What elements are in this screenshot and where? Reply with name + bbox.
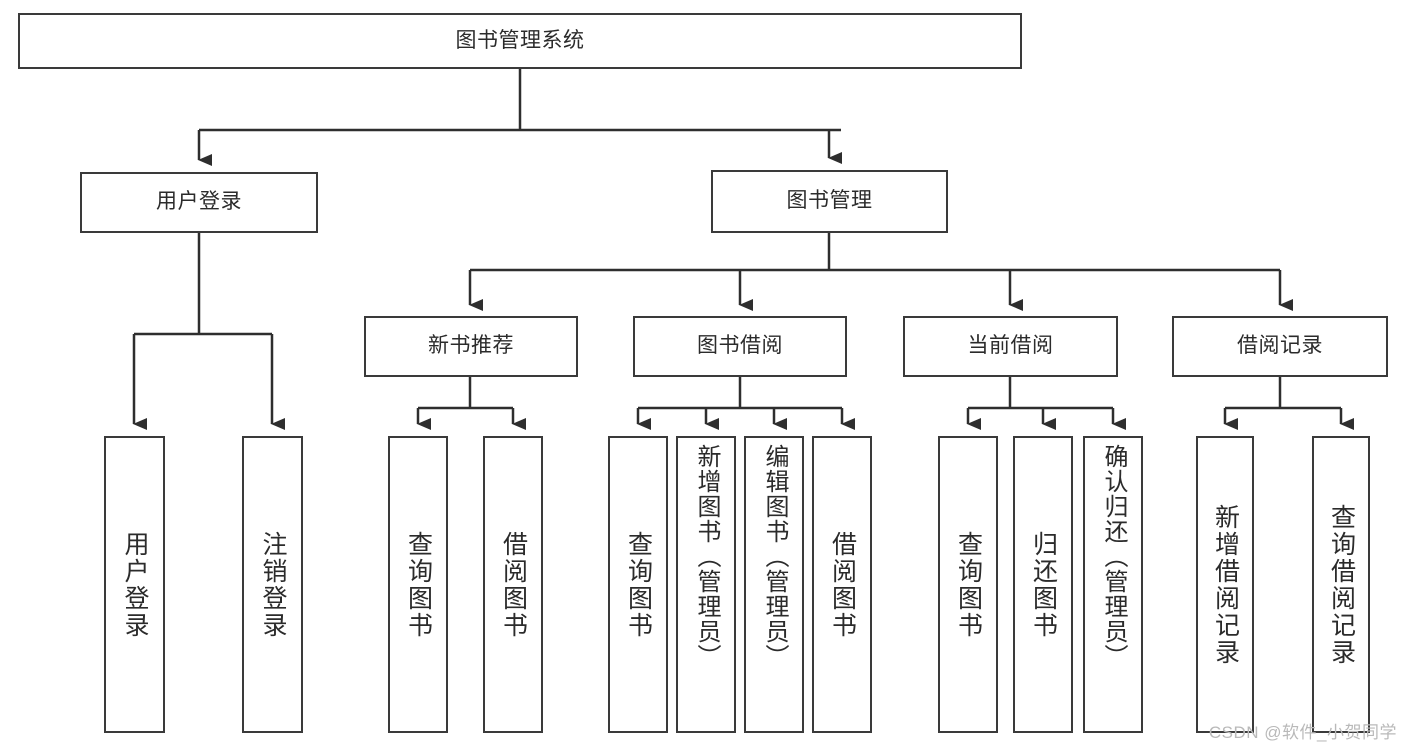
leaf-query-borrow-record[interactable]: 查询借阅记录 [1312,436,1370,733]
leaf-add-book[interactable]: 新增图书（管理员） [676,436,736,733]
leaf-query-book-current[interactable]: 查询图书 [938,436,998,733]
node-current-borrow[interactable]: 当前借阅 [903,316,1118,377]
node-book-management-label: 图书管理 [786,189,873,213]
node-root-label: 图书管理系统 [455,28,585,52]
leaf-borrow-book-recommend-label: 借阅图书 [499,530,528,639]
node-borrow-record-label: 借阅记录 [1237,334,1323,358]
leaf-query-borrow-record-label: 查询借阅记录 [1327,503,1356,666]
node-book-management[interactable]: 图书管理 [711,170,948,233]
leaf-query-book-borrow-label: 查询图书 [624,530,653,639]
watermark: CSDN @软件_小贺同学 [1208,723,1397,742]
leaf-logout-label: 注销登录 [259,530,287,639]
leaf-add-borrow-record[interactable]: 新增借阅记录 [1196,436,1254,733]
leaf-confirm-return[interactable]: 确认归还（管理员） [1083,436,1143,733]
leaf-add-borrow-record-label: 新增借阅记录 [1211,503,1240,666]
node-new-book-recommend-label: 新书推荐 [428,334,514,358]
node-new-book-recommend[interactable]: 新书推荐 [364,316,578,377]
leaf-confirm-return-label: 确认归还（管理员） [1100,444,1127,669]
node-book-borrow[interactable]: 图书借阅 [633,316,847,377]
leaf-query-book-borrow[interactable]: 查询图书 [608,436,668,733]
node-user-login-label: 用户登录 [156,190,242,214]
leaf-borrow-book[interactable]: 借阅图书 [812,436,872,733]
node-current-borrow-label: 当前借阅 [967,334,1054,358]
leaf-query-book-recommend[interactable]: 查询图书 [388,436,448,733]
leaf-borrow-book-label: 借阅图书 [828,530,857,639]
leaf-query-book-current-label: 查询图书 [954,530,983,639]
node-book-borrow-label: 图书借阅 [697,334,783,358]
leaf-add-book-label: 新增图书（管理员） [693,444,720,669]
leaf-return-book-label: 归还图书 [1029,530,1058,639]
node-user-login[interactable]: 用户登录 [80,172,318,233]
leaf-query-book-recommend-label: 查询图书 [404,530,433,639]
leaf-return-book[interactable]: 归还图书 [1013,436,1073,733]
leaf-borrow-book-recommend[interactable]: 借阅图书 [483,436,543,733]
leaf-user-login-label: 用户登录 [121,530,149,639]
leaf-user-login[interactable]: 用户登录 [104,436,165,733]
leaf-logout[interactable]: 注销登录 [242,436,303,733]
leaf-edit-book[interactable]: 编辑图书（管理员） [744,436,804,733]
node-borrow-record[interactable]: 借阅记录 [1172,316,1388,377]
node-root[interactable]: 图书管理系统 [18,13,1022,69]
leaf-edit-book-label: 编辑图书（管理员） [761,444,788,669]
